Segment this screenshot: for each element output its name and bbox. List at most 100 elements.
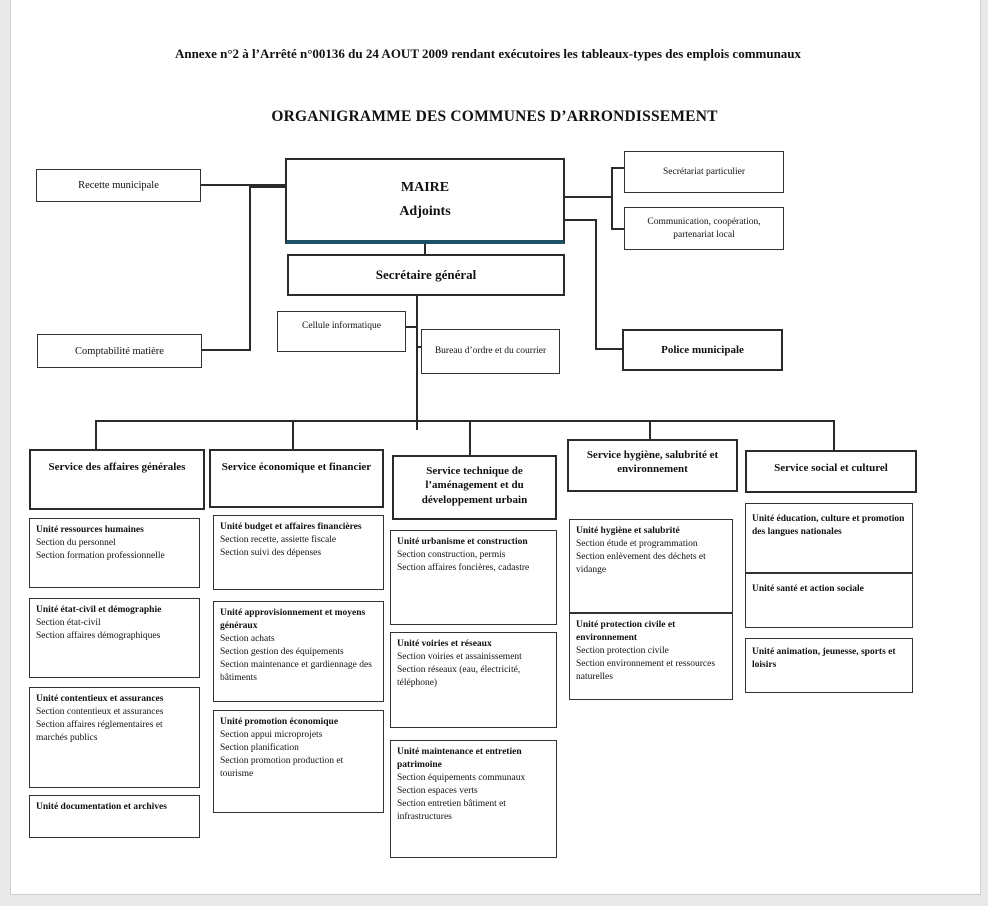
service-header-technique: Service technique de l’aménagement et du… (392, 455, 557, 520)
maire-line1: MAIRE (400, 180, 450, 196)
connector-main-stem (416, 296, 418, 430)
unit-section: Section promotion production et tourisme (220, 755, 344, 779)
unit-title: Unité santé et action sociale (752, 584, 864, 594)
service-header-social: Service social et culturel (745, 450, 917, 493)
unit-box: Unité documentation et archives (29, 795, 200, 838)
box-label: Police municipale (661, 344, 744, 356)
maire-line2: Adjoints (399, 204, 451, 219)
box-secretaire-general: Secrétaire général (287, 254, 565, 296)
service-header-hygiene: Service hygiène, salubrité et environnem… (567, 439, 738, 492)
unit-box: Unité promotion économique Section appui… (213, 710, 384, 813)
service-label: Service social et culturel (774, 462, 888, 474)
box-label: Secrétaire général (375, 267, 477, 282)
unit-section: Section enlèvement des déchets et vidang… (576, 551, 706, 575)
unit-box: Unité ressources humaines Section du per… (29, 518, 200, 588)
unit-box: Unité animation, jeunesse, sports et loi… (745, 638, 913, 693)
unit-section: Section appui microprojets (220, 729, 323, 740)
maire-text: MAIRE Adjoints (287, 160, 563, 240)
unit-title: Unité éducation, culture et promotion de… (752, 514, 905, 537)
unit-title: Unité approvisionnement et moyens généra… (220, 608, 366, 631)
connector-drop-service-3 (469, 420, 471, 455)
unit-section: Section maintenance et gardiennage des b… (220, 659, 372, 683)
unit-box: Unité voiries et réseaux Section voiries… (390, 632, 557, 728)
service-label: Service des affaires générales (48, 461, 186, 473)
unit-section: Section planification (220, 742, 299, 753)
service-label: Service économique et financier (221, 461, 372, 473)
connector-stub-communication (611, 228, 624, 230)
unit-section: Section suivi des dépenses (220, 547, 322, 558)
box-label: Communication, coopération, partenariat … (647, 217, 761, 240)
connector-comptabilite (201, 349, 249, 351)
connector-drop-service-2 (292, 420, 294, 449)
unit-title: Unité voiries et réseaux (397, 639, 492, 649)
unit-box: Unité urbanisme et construction Section … (390, 530, 557, 625)
unit-title: Unité protection civile et environnement (576, 620, 676, 643)
unit-section: Section formation professionnelle (36, 550, 165, 561)
connector-maire-sg (424, 243, 426, 254)
page-title: ORGANIGRAMME DES COMMUNES D’ARRONDISSEME… (271, 108, 718, 125)
unit-section: Section du personnel (36, 537, 116, 548)
box-comptabilite-matiere: Comptabilité matière (37, 334, 202, 368)
box-police-municipale: Police municipale (622, 329, 783, 371)
service-header-affaires-generales: Service des affaires générales (29, 449, 205, 510)
unit-title: Unité maintenance et entretien patrimoin… (397, 747, 522, 770)
unit-box: Unité budget et affaires financières Sec… (213, 515, 384, 590)
connector-right-bracket (611, 167, 613, 230)
unit-section: Section affaires foncières, cadastre (397, 562, 530, 573)
unit-box: Unité protection civile et environnement… (569, 613, 733, 700)
annexe-title: Annexe n°2 à l’Arrêté n°00136 du 24 AOUT… (174, 46, 802, 61)
unit-box: Unité hygiène et salubrité Section étude… (569, 519, 733, 613)
service-header-economique: Service économique et financier (209, 449, 384, 508)
connector-services-span (95, 420, 835, 422)
box-secretariat-particulier: Secrétariat particulier (624, 151, 784, 193)
connector-maire-police-h (565, 219, 596, 221)
connector-police-vertical (595, 219, 597, 350)
unit-title: Unité documentation et archives (36, 802, 167, 812)
unit-title: Unité promotion économique (220, 717, 339, 727)
unit-title: Unité urbanisme et construction (397, 537, 528, 547)
unit-box: Unité état-civil et démographie Section … (29, 598, 200, 678)
connector-police-stub (595, 348, 622, 350)
unit-title: Unité ressources humaines (36, 525, 144, 535)
unit-box: Unité santé et action sociale (745, 573, 913, 628)
connector-maire-left-elbow (249, 186, 285, 188)
box-label: Cellule informatique (302, 321, 381, 331)
connector-bureau-stub (417, 346, 422, 348)
unit-section: Section entretien bâtiment et infrastruc… (397, 798, 506, 822)
connector-recette-maire (200, 184, 285, 186)
box-label: Comptabilité matière (75, 345, 164, 357)
unit-section: Section affaires réglementaires et march… (36, 719, 163, 743)
connector-drop-service-1 (95, 420, 97, 449)
unit-section: Section affaires démographiques (36, 630, 161, 641)
unit-title: Unité hygiène et salubrité (576, 526, 680, 536)
unit-section: Section contentieux et assurances (36, 706, 164, 717)
service-label: Service hygiène, salubrité et environnem… (586, 449, 719, 476)
box-communication: Communication, coopération, partenariat … (624, 207, 784, 250)
box-label: Secrétariat particulier (662, 166, 746, 177)
unit-box: Unité approvisionnement et moyens généra… (213, 601, 384, 702)
unit-box: Unité maintenance et entretien patrimoin… (390, 740, 557, 858)
unit-section: Section état-civil (36, 617, 101, 628)
service-label: Service technique de l’aménagement et du… (421, 465, 528, 506)
unit-section: Section construction, permis (397, 549, 506, 560)
connector-maire-right (565, 196, 612, 198)
unit-section: Section réseaux (eau, électricité, télép… (397, 664, 521, 688)
unit-section: Section étude et programmation (576, 538, 698, 549)
connector-cellule-stub (406, 326, 417, 328)
box-bureau-ordre: Bureau d’ordre et du courrier (421, 329, 560, 374)
unit-section: Section espaces verts (397, 785, 478, 796)
box-label: Bureau d’ordre et du courrier (434, 346, 547, 357)
unit-section: Section recette, assiette fiscale (220, 534, 337, 545)
unit-section: Section voiries et assainissement (397, 651, 522, 662)
unit-title: Unité état-civil et démographie (36, 605, 162, 615)
box-recette-municipale: Recette municipale (36, 169, 201, 202)
box-maire: MAIRE Adjoints (285, 158, 565, 244)
unit-section: Section gestion des équipements (220, 646, 344, 657)
connector-left-vertical (249, 186, 251, 351)
box-cellule-informatique: Cellule informatique (277, 311, 406, 352)
connector-stub-secretariat (611, 167, 624, 169)
box-label: Recette municipale (78, 180, 159, 191)
unit-title: Unité budget et affaires financières (220, 522, 362, 532)
unit-box: Unité contentieux et assurances Section … (29, 687, 200, 788)
connector-drop-service-5 (833, 420, 835, 450)
